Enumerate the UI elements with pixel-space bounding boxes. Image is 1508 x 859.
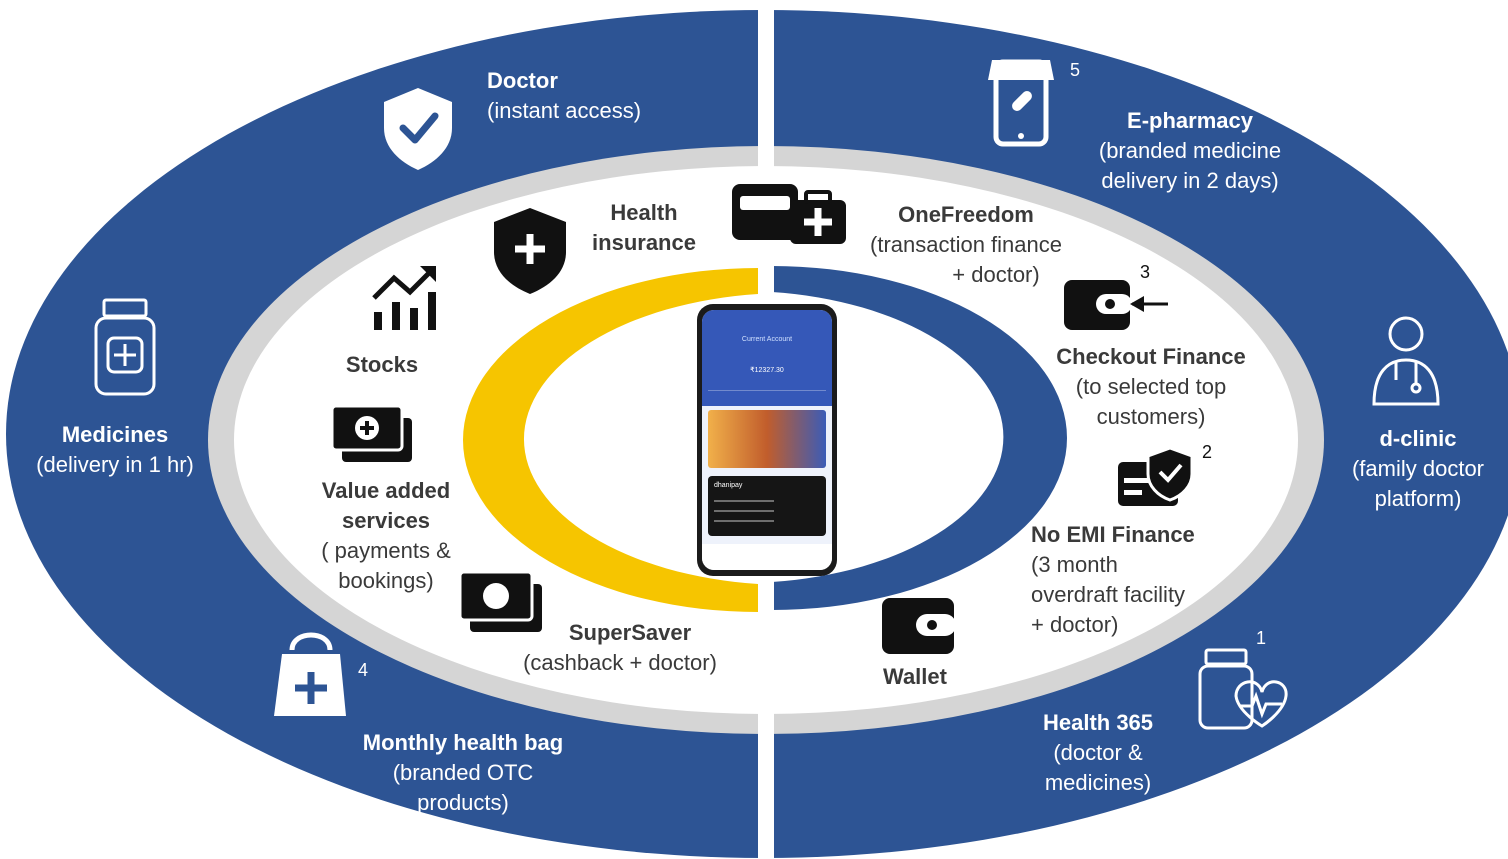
- healthbag-label: Monthly health bag (branded OTC products…: [330, 728, 596, 818]
- phone-banner: [708, 410, 826, 468]
- wallet-arrow-icon: [1064, 280, 1168, 330]
- doctor-icon: [1372, 316, 1440, 406]
- medicines-label: Medicines (delivery in 1 hr): [10, 420, 220, 480]
- wallet-label: Wallet: [860, 662, 970, 692]
- stocks-label: Stocks: [330, 350, 434, 380]
- phone-screen: Current Account ₹12327.30 dhanipay: [702, 310, 832, 570]
- health-bag-icon: [274, 632, 346, 716]
- wallet-title: Wallet: [883, 664, 947, 689]
- health-insurance-title: insurance: [592, 230, 696, 255]
- healthbag-number: 4: [358, 660, 369, 680]
- card-line: [714, 510, 774, 512]
- checkout-title: Checkout Finance: [1056, 344, 1246, 369]
- stocks-title: Stocks: [345, 352, 419, 377]
- noemi-title: No EMI Finance: [1031, 522, 1195, 547]
- doctor-sub: (instant access): [487, 98, 642, 123]
- noemi-sub: overdraft facility: [1031, 582, 1186, 607]
- stock-chart-icon: [372, 266, 436, 330]
- noemi-sub: + doctor): [1031, 612, 1119, 637]
- checkout-sub: customers): [1096, 404, 1206, 429]
- doctor-title: Doctor: [487, 68, 558, 93]
- noemi-number: 2: [1202, 442, 1213, 462]
- onefreedom-sub: + doctor): [952, 262, 1040, 287]
- onefreedom-sub: (transaction finance: [870, 232, 1062, 257]
- phone-nav: [702, 544, 832, 570]
- dclinic-label: d-clinic (family doctor platform): [1330, 424, 1506, 514]
- healthbag-sub: (branded OTC: [392, 760, 534, 785]
- onefreedom-title: OneFreedom: [898, 202, 1034, 227]
- card-shield-icon: [1118, 446, 1194, 506]
- epharmacy-sub: delivery in 2 days): [1101, 168, 1279, 193]
- supersaver-label: SuperSaver (cashback + doctor): [500, 618, 740, 678]
- onefreedom-label: OneFreedom (transaction finance + doctor…: [850, 200, 1082, 290]
- phone-mockup: Current Account ₹12327.30 dhanipay: [697, 304, 837, 576]
- health365-title: Health 365: [1042, 710, 1154, 735]
- noemi-sub: (3 month: [1031, 552, 1118, 577]
- supersaver-title: SuperSaver: [568, 620, 692, 645]
- medicines-title: Medicines: [61, 422, 169, 447]
- health365-label: Health 365 (doctor & medicines): [1008, 708, 1188, 798]
- epharmacy-label: E-pharmacy (branded medicine delivery in…: [1060, 106, 1320, 196]
- dclinic-title: d-clinic: [1379, 426, 1457, 451]
- shield-check-icon: [384, 88, 452, 170]
- healthbag-sub: products): [417, 790, 509, 815]
- vas-label: Value added services ( payments & bookin…: [296, 476, 476, 596]
- health-insurance-label: Health insurance: [574, 198, 714, 258]
- card-line: [714, 520, 774, 522]
- wallet-icon: [882, 598, 956, 654]
- healthbag-title: Monthly health bag: [362, 730, 564, 755]
- epharmacy-title: E-pharmacy: [1127, 108, 1253, 133]
- money-plus-icon: [330, 404, 412, 462]
- phone-card: dhanipay: [708, 476, 826, 536]
- cash-icon: [458, 570, 542, 632]
- pharmacy-phone-icon: [988, 59, 1054, 147]
- epharmacy-number: 5: [1070, 60, 1081, 80]
- card-line: [714, 500, 774, 502]
- wallet-medkit-icon: [732, 184, 846, 244]
- medicine-bottle-icon: [94, 298, 156, 396]
- health365-number: 1: [1256, 628, 1267, 648]
- health-insurance-title: Health: [610, 200, 678, 225]
- gold-half-ring: [463, 268, 758, 612]
- dclinic-sub: (family doctor: [1351, 456, 1485, 481]
- health365-sub: medicines): [1044, 770, 1152, 795]
- doctor-label: Doctor (instant access): [487, 66, 707, 126]
- checkout-number: 3: [1140, 262, 1151, 282]
- dclinic-sub: platform): [1374, 486, 1462, 511]
- medicines-sub: (delivery in 1 hr): [36, 452, 194, 477]
- supersaver-sub: (cashback + doctor): [523, 650, 717, 675]
- phone-account-label: Current Account: [741, 336, 793, 343]
- vas-sub: ( payments &: [321, 538, 451, 563]
- phone-balance: ₹12327.30: [750, 367, 784, 374]
- vas-sub: bookings): [338, 568, 434, 593]
- noemi-label: No EMI Finance (3 month overdraft facili…: [1031, 520, 1231, 640]
- phone-header: Current Account ₹12327.30: [702, 310, 832, 406]
- vas-title: Value added: [321, 478, 451, 503]
- phone-card-brand: dhanipay: [714, 482, 743, 489]
- epharmacy-sub: (branded medicine: [1098, 138, 1282, 163]
- checkout-sub: (to selected top: [1075, 374, 1227, 399]
- heart-pill-icon: [1198, 648, 1288, 730]
- phone-tabs: [708, 390, 826, 401]
- navy-half-ring: [772, 266, 1067, 610]
- vas-title: services: [341, 508, 431, 533]
- checkout-label: Checkout Finance (to selected top custom…: [1036, 342, 1266, 432]
- shield-plus-icon: [494, 208, 566, 294]
- health365-sub: (doctor &: [1053, 740, 1143, 765]
